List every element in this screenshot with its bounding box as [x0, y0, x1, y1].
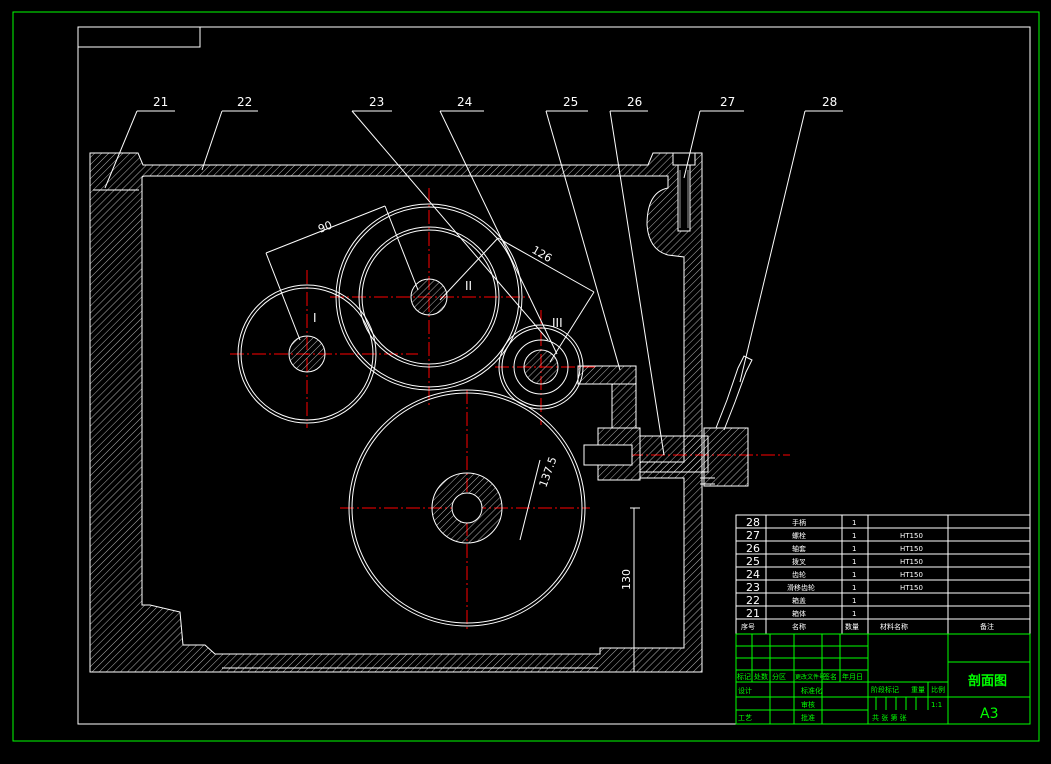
svg-text:材料名称: 材料名称 [880, 622, 908, 631]
part-label-26: 26 [627, 95, 642, 109]
svg-text:螺栓: 螺栓 [792, 531, 806, 540]
svg-text:拨叉: 拨叉 [792, 557, 806, 566]
corner-box [77, 26, 201, 48]
svg-text:年月日: 年月日 [842, 672, 863, 681]
svg-text:26: 26 [746, 542, 760, 555]
dim-90: 90 [316, 218, 334, 235]
gear-shaft-1 [237, 284, 377, 424]
svg-text:1: 1 [852, 610, 856, 618]
shift-fork [577, 365, 749, 487]
gear-large [348, 389, 586, 627]
svg-text:标记: 标记 [737, 672, 751, 681]
svg-text:1:1: 1:1 [931, 701, 942, 709]
shaft-label-2: II [465, 279, 472, 293]
svg-text:HT150: HT150 [900, 558, 923, 566]
svg-text:箱盖: 箱盖 [792, 596, 806, 605]
sheet-size: A3 [980, 706, 998, 722]
table-row: 24 齿轮 1 HT150 [746, 568, 923, 581]
part-label-23: 23 [369, 95, 384, 109]
table-row: 27 螺栓 1 HT150 [746, 529, 923, 542]
gear-shaft-3 [498, 324, 584, 410]
part-label-27: 27 [720, 95, 735, 109]
svg-text:28: 28 [746, 516, 760, 529]
part-labels: 21 22 23 24 25 26 27 28 [153, 95, 837, 109]
gear-shaft-2 [335, 203, 523, 391]
svg-text:25: 25 [746, 555, 760, 568]
title-block [735, 633, 1031, 725]
svg-text:备注: 备注 [980, 622, 994, 631]
svg-text:箱体: 箱体 [792, 609, 806, 618]
svg-text:重量: 重量 [911, 686, 925, 694]
part-label-24: 24 [457, 95, 472, 109]
title-block-text: 标记 处数 分区 更改文件号 签名 年月日 设计 标准化 审核 工艺 批准 阶段… [737, 672, 1007, 722]
svg-text:更改文件号: 更改文件号 [795, 673, 825, 681]
shaft-label-3: III [552, 316, 563, 330]
dimension-lines [265, 205, 645, 673]
svg-text:HT150: HT150 [900, 545, 923, 553]
dim-130: 130 [620, 569, 633, 590]
svg-text:1: 1 [852, 558, 856, 566]
inner-frame [77, 26, 1031, 725]
svg-text:签名: 签名 [823, 672, 837, 681]
part-label-25: 25 [563, 95, 578, 109]
svg-text:21: 21 [746, 607, 760, 620]
part-label-28: 28 [822, 95, 837, 109]
outer-frame [12, 11, 1040, 742]
svg-text:手柄: 手柄 [792, 518, 806, 527]
svg-text:标准化: 标准化 [801, 686, 822, 695]
svg-text:1: 1 [852, 571, 856, 579]
handle-28 [715, 355, 753, 431]
svg-text:1: 1 [852, 532, 856, 540]
leader-lines [104, 110, 843, 456]
svg-text:齿轮: 齿轮 [792, 570, 806, 579]
parts-list-table [735, 514, 1031, 635]
svg-text:处数: 处数 [754, 672, 768, 681]
table-row: 26 轴套 1 HT150 [746, 542, 923, 555]
parts-list-rows: 28 手柄 1 27 螺栓 1 HT150 26 轴套 1 HT150 25 拨… [741, 516, 994, 631]
table-row: 25 拨叉 1 HT150 [746, 555, 923, 568]
svg-text:分区: 分区 [772, 672, 786, 681]
svg-text:1: 1 [852, 519, 856, 527]
svg-text:24: 24 [746, 568, 760, 581]
table-header-row: 序号 名称 数量 材料名称 备注 [741, 622, 994, 631]
shaft-label-1: I [313, 311, 317, 325]
part-label-22: 22 [237, 95, 252, 109]
svg-text:阶段标记: 阶段标记 [871, 685, 899, 694]
svg-text:22: 22 [746, 594, 760, 607]
svg-text:1: 1 [852, 545, 856, 553]
svg-text:1: 1 [852, 584, 856, 592]
drawing-title: 剖面图 [968, 673, 1007, 689]
svg-text:设计: 设计 [738, 686, 752, 695]
svg-text:比例: 比例 [931, 685, 945, 694]
svg-text:数量: 数量 [845, 622, 859, 631]
svg-text:23: 23 [746, 581, 760, 594]
svg-text:共 张 第 张: 共 张 第 张 [872, 713, 907, 722]
gearbox-housing [89, 152, 703, 673]
table-row: 28 手柄 1 [746, 516, 856, 529]
svg-text:HT150: HT150 [900, 584, 923, 592]
svg-text:批准: 批准 [801, 713, 815, 722]
svg-text:序号: 序号 [741, 622, 755, 631]
svg-text:HT150: HT150 [900, 532, 923, 540]
table-row: 22 箱盖 1 [746, 594, 856, 607]
table-row: 21 箱体 1 [746, 607, 856, 620]
svg-text:审核: 审核 [801, 700, 815, 709]
svg-text:滑移齿轮: 滑移齿轮 [787, 583, 815, 592]
table-row: 23 滑移齿轮 1 HT150 [746, 581, 923, 594]
svg-text:HT150: HT150 [900, 571, 923, 579]
svg-text:名称: 名称 [792, 622, 806, 631]
part-label-21: 21 [153, 95, 168, 109]
svg-text:27: 27 [746, 529, 760, 542]
svg-text:1: 1 [852, 597, 856, 605]
svg-text:工艺: 工艺 [738, 714, 752, 722]
svg-text:轴套: 轴套 [792, 544, 806, 553]
